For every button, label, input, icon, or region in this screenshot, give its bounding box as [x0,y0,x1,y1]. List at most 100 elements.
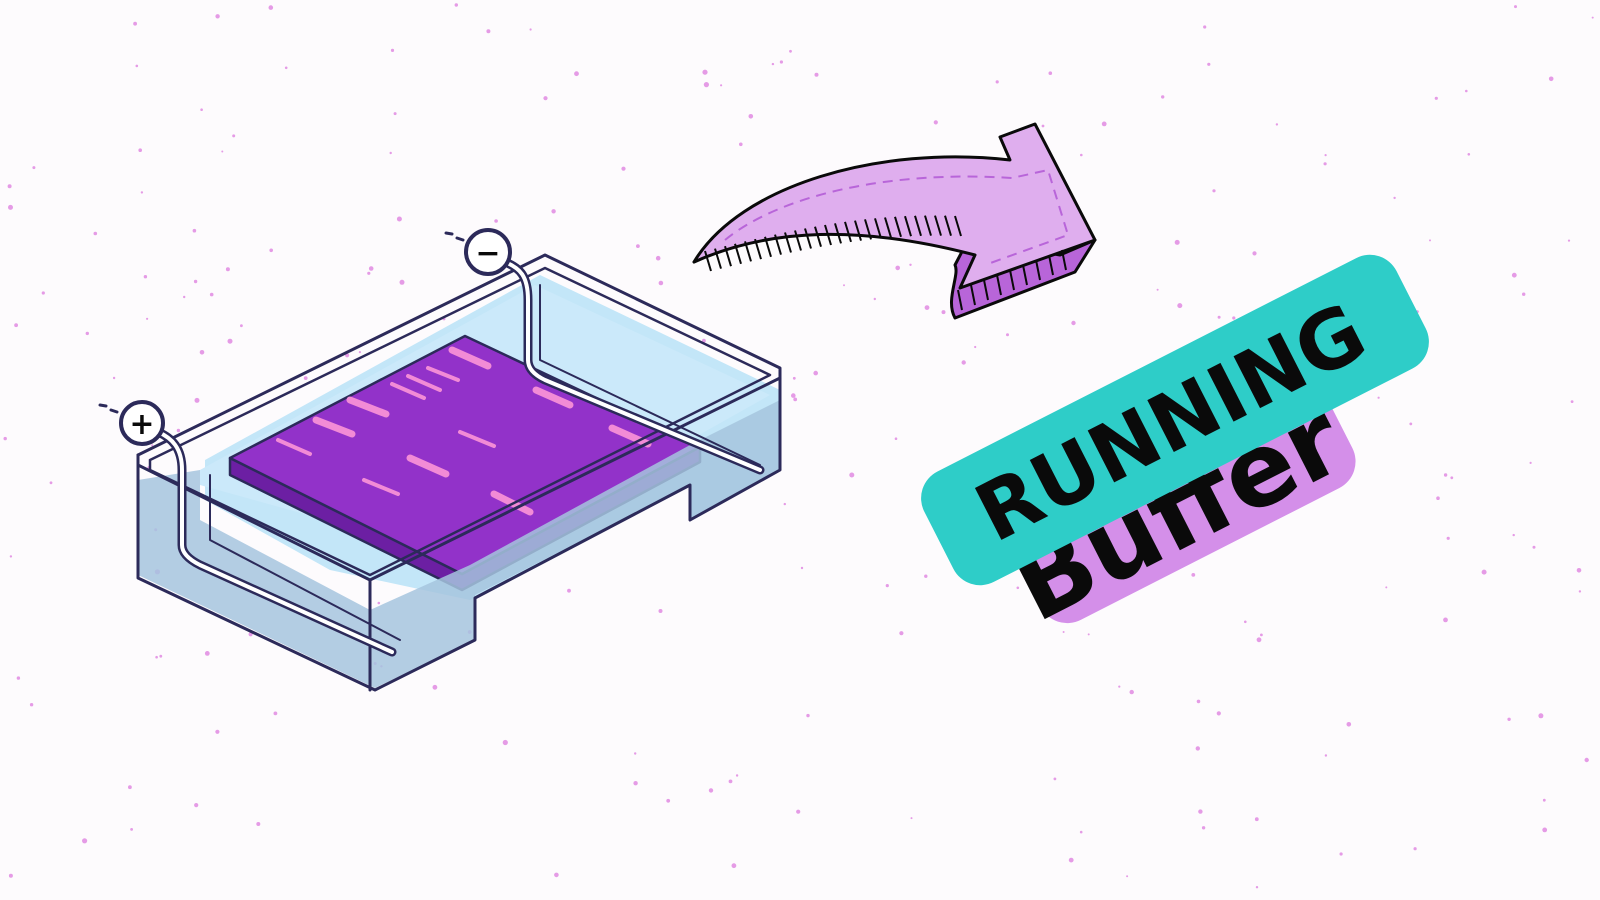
hatch-mark [824,224,832,246]
hatch-mark [944,215,952,236]
speckle-dot [1570,400,1574,403]
hatch-mark [884,217,892,238]
speckle-dot [783,502,786,506]
gel-band [426,366,460,382]
speckle-dot [735,774,739,777]
hatch-mark [894,216,902,238]
speckle-dot [1429,239,1431,242]
hatch-mark [996,274,1002,296]
speckle-dot [1413,847,1417,851]
speckle-dot [1507,717,1511,721]
speckle-dot [1198,809,1203,814]
speckle-dot [1212,189,1216,193]
speckle-dot [138,148,142,152]
speckle-dot [543,96,548,101]
plus-electrode-icon: + [98,400,165,446]
speckle-dot [146,317,149,320]
speckle-dot [368,266,374,271]
speckle-dot [748,114,754,119]
speckle-dot [486,29,491,34]
speckle-dot [1434,96,1438,100]
speckle-dot [1578,590,1582,593]
negative-electrode-wire-core [503,260,762,472]
speckle-dot [789,49,792,53]
speckle-dot [1275,123,1279,126]
speckle-dot [221,150,224,153]
negative-electrode-sign: − [475,236,500,271]
speckle-dot [894,437,898,441]
speckle-dot [1195,746,1201,751]
speckle-dot [1323,162,1327,166]
speckle-dot [390,48,395,53]
speckle-dot [551,209,556,214]
tank-inner-floor [539,284,761,466]
hatch-mark [1022,264,1028,286]
speckle-dot [554,872,559,878]
speckle-dot [1079,830,1083,834]
speckle-dot [1385,586,1388,589]
speckle-dot [1584,757,1589,763]
speckle-dot [1567,239,1571,242]
speckle-dot [32,166,36,170]
speckle-dot [634,752,637,755]
speckle-dot [1101,121,1107,127]
hatch-mark [834,223,842,244]
gel-band [406,454,450,478]
speckle-dot [1481,569,1487,575]
speckle-dot [633,781,638,786]
speckle-dot [1532,545,1536,549]
hatch-mark [774,234,782,255]
speckle-dot [1324,754,1328,757]
speckle-dot [133,21,138,26]
speckle-dot [793,397,798,402]
speckle-dot [1409,422,1413,426]
speckle-dot [269,248,274,253]
speckle-dot [393,112,397,116]
speckle-dot [814,72,819,77]
gel-band [532,386,574,409]
speckle-dot [1443,473,1448,477]
hatch-mark [724,245,732,267]
speckle-dot [303,376,308,380]
speckle-dot [895,265,900,271]
gel-band [276,438,312,456]
speckle-dot [1216,711,1221,716]
speckle-dot [843,284,845,287]
gel-electrophoresis-tank [136,253,782,692]
speckle-dot [1393,196,1396,200]
speckle-dot [215,729,220,734]
speckle-dot [1006,333,1009,337]
speckle-dot [621,166,626,171]
speckle-dot [924,305,930,310]
speckle-dot [933,120,938,125]
speckle-dot [1339,852,1343,856]
speckle-dot [1542,798,1546,802]
speckle-dot [232,134,236,138]
speckle-dot [909,263,912,266]
speckle-dot [8,204,13,210]
speckle-dot [1254,817,1259,822]
speckle-dot [961,360,966,365]
speckle-dot [1465,89,1468,93]
speckle-dot [176,428,181,433]
speckle-dot [1512,533,1515,537]
speckle-dot [1080,153,1083,157]
speckle-dot [9,555,13,558]
speckle-dot [806,713,810,718]
speckle-dot [731,863,737,869]
speckle-dot [389,151,392,155]
gel-band [390,382,426,400]
hatch-mark [1048,254,1054,276]
gel-band [448,346,492,370]
speckle-dot [215,14,220,19]
speckle-dot [155,655,158,659]
speckle-dot [225,267,230,272]
speckle-dot [240,324,243,328]
speckle-dot [396,216,402,222]
speckle-dot [1156,288,1159,291]
buffer-tag-background [1014,386,1356,624]
hatch-mark [714,248,722,269]
speckle-dot [708,788,714,793]
speckle-dot [1041,124,1045,128]
